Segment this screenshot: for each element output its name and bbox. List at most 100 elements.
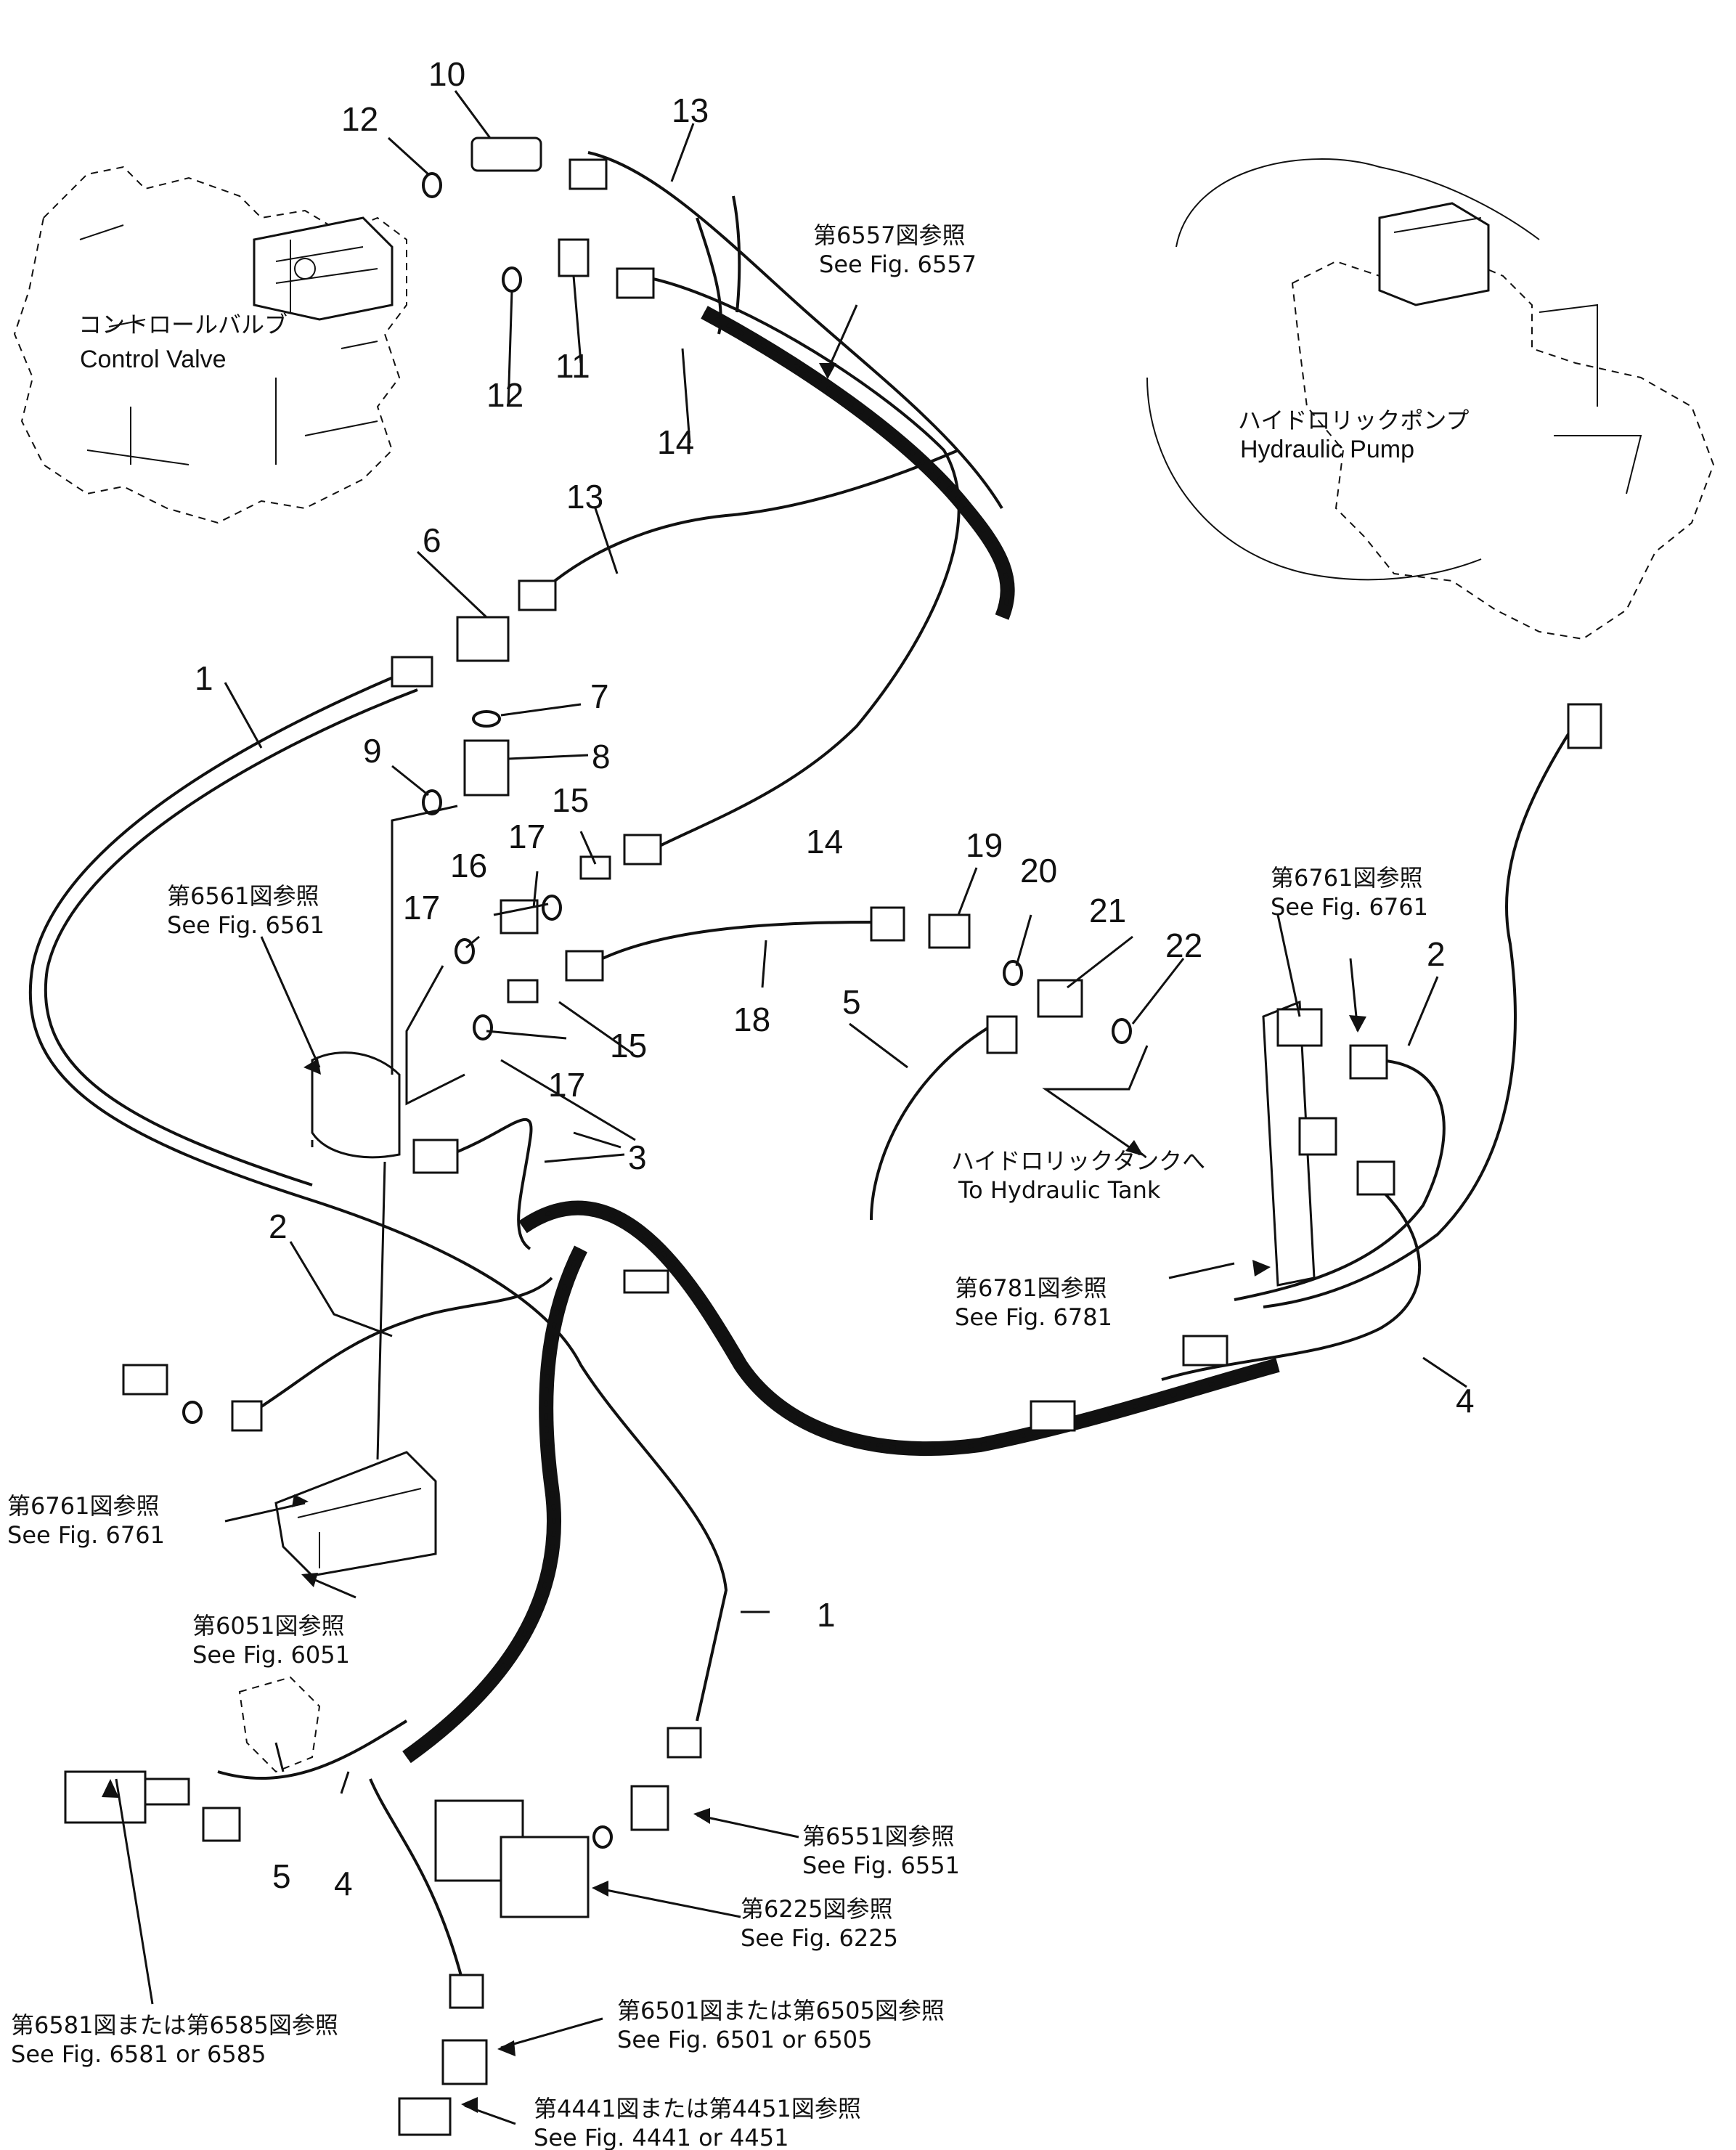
part-number: 6 bbox=[423, 521, 441, 559]
arrow-6557 bbox=[819, 363, 836, 379]
arrow-6051 bbox=[301, 1573, 318, 1587]
elbow-fitting-19 bbox=[928, 913, 971, 949]
part-number: 4 bbox=[1456, 1382, 1475, 1420]
hose-nut-1-lower bbox=[667, 1727, 702, 1759]
part-number: 16 bbox=[450, 847, 487, 884]
part-number: 10 bbox=[428, 55, 465, 93]
o-ring-12-lower bbox=[502, 266, 522, 293]
hose-nut-1 bbox=[391, 656, 433, 688]
o-ring-6551 bbox=[592, 1825, 613, 1849]
tank-label-jp: ハイドロリックタンクへ bbox=[951, 1147, 1205, 1175]
part-number: 20 bbox=[1020, 852, 1057, 889]
part-number: 11 bbox=[555, 347, 590, 385]
hose-nut-14 bbox=[616, 267, 655, 299]
valve-6781 bbox=[1298, 1117, 1337, 1156]
part-number: 17 bbox=[548, 1066, 585, 1104]
o-ring-17-upper bbox=[542, 895, 562, 921]
hoses bbox=[28, 151, 1584, 1990]
hose-nut-4-lower bbox=[449, 1974, 484, 2009]
arrow-6501 bbox=[497, 2040, 515, 2056]
hose-nut-5-lower bbox=[202, 1807, 241, 1842]
part-number: 5 bbox=[842, 983, 861, 1021]
control-valve-label-jp: コントロールバルブ bbox=[78, 311, 288, 338]
valve-6581-adapter bbox=[144, 1778, 190, 1806]
hydraulic-pump-drawing: ハイドロリックポンプ Hydraulic Pump bbox=[1146, 158, 1715, 640]
part-number: 1 bbox=[817, 1596, 836, 1634]
ref-6551-en: See Fig. 6551 bbox=[802, 1852, 960, 1879]
arrow-tank bbox=[1125, 1140, 1144, 1156]
part-number: 21 bbox=[1089, 892, 1126, 929]
valve-block-6051 bbox=[274, 1451, 437, 1577]
part-number: 15 bbox=[552, 781, 589, 819]
hose-nut-18 bbox=[565, 950, 604, 982]
valve-6225-body-front bbox=[500, 1836, 590, 1918]
ref-6557-jp: 第6557図参照 bbox=[813, 221, 965, 249]
part-number: 1 bbox=[195, 659, 213, 697]
part-number: 8 bbox=[592, 738, 611, 775]
hose-nut-14-lower bbox=[623, 834, 662, 866]
part-number: 17 bbox=[508, 818, 545, 855]
part-number: 19 bbox=[966, 826, 1003, 864]
connector-15 bbox=[579, 855, 611, 880]
elbow-fitting-21 bbox=[1037, 979, 1083, 1018]
part-number: 13 bbox=[566, 478, 603, 516]
ref-4441-en: See Fig. 4441 or 4451 bbox=[534, 2124, 788, 2150]
ref-6501-jp: 第6501図または第6505図参照 bbox=[617, 1997, 945, 2024]
arrow-6561 bbox=[303, 1059, 321, 1075]
ref-6581-en: See Fig. 6581 or 6585 bbox=[11, 2040, 266, 2068]
tank-label-en: To Hydraulic Tank bbox=[958, 1176, 1161, 1204]
part-number: 14 bbox=[657, 423, 694, 461]
part-number-labels: 10 12 13 12 11 14 13 6 7 8 9 1 15 17 16 … bbox=[195, 55, 1475, 1902]
part-number: 2 bbox=[1427, 935, 1446, 973]
part-number: 13 bbox=[672, 91, 709, 129]
ref-6581-jp: 第6581図または第6585図参照 bbox=[11, 2011, 338, 2039]
part-number: 9 bbox=[363, 732, 382, 770]
o-rings bbox=[182, 172, 1132, 1849]
hydraulic-pump-label-jp: ハイドロリックポンプ bbox=[1238, 407, 1469, 434]
arrow-6781 bbox=[1252, 1260, 1271, 1276]
ref-6561-en: See Fig. 6561 bbox=[167, 911, 325, 939]
o-ring-9 bbox=[422, 789, 442, 815]
ref-6761-left-en: See Fig. 6761 bbox=[7, 1521, 165, 1549]
fittings bbox=[64, 137, 1602, 2136]
arrow-6551 bbox=[693, 1808, 710, 1824]
tank-pipe bbox=[1262, 1000, 1316, 1287]
ref-6761-left-jp: 第6761図参照 bbox=[7, 1492, 159, 1520]
hydraulic-pump-label-en: Hydraulic Pump bbox=[1240, 436, 1414, 463]
part-number: 14 bbox=[806, 823, 843, 860]
part-number: 15 bbox=[610, 1027, 647, 1064]
arrow-6581 bbox=[102, 1779, 119, 1798]
arrow-6761-right bbox=[1349, 1015, 1366, 1033]
valve-block-detail bbox=[297, 1488, 422, 1568]
adapter-left bbox=[122, 1364, 168, 1396]
part-number: 7 bbox=[590, 677, 609, 715]
control-valve-drawing: コントロールバルブ Control Valve bbox=[13, 166, 407, 524]
hose-clamp-right bbox=[1182, 1335, 1228, 1367]
hose-nut-3 bbox=[412, 1139, 459, 1174]
hose-nut-13-lower bbox=[518, 579, 557, 611]
connector-15-lower bbox=[507, 979, 539, 1003]
connector-16 bbox=[500, 899, 539, 934]
ref-6761-right-jp: 第6761図参照 bbox=[1271, 864, 1422, 892]
hose-nut-5 bbox=[986, 1015, 1018, 1054]
o-ring-20 bbox=[1003, 960, 1023, 986]
hose-nut-13 bbox=[569, 158, 608, 190]
hose-nut-2 bbox=[1349, 1044, 1388, 1080]
part-number: 18 bbox=[733, 1001, 770, 1038]
o-ring-17-left bbox=[455, 938, 475, 964]
o-ring-left bbox=[182, 1401, 203, 1424]
o-ring-22 bbox=[1112, 1018, 1132, 1044]
ref-4441-jp: 第4441図または第4451図参照 bbox=[534, 2095, 861, 2122]
o-ring-7 bbox=[472, 710, 501, 728]
ref-6051-jp: 第6051図参照 bbox=[192, 1612, 344, 1640]
ref-6781-en: See Fig. 6781 bbox=[955, 1303, 1112, 1331]
part-number: 12 bbox=[486, 376, 523, 414]
arrow-6225 bbox=[592, 1881, 608, 1897]
elbow-fitting-10 bbox=[470, 137, 542, 172]
ref-6561-jp: 第6561図参照 bbox=[167, 882, 319, 910]
reference-labels: 第6557図参照 See Fig. 6557 第6561図参照 See Fig.… bbox=[7, 221, 1428, 2150]
part-number: 3 bbox=[628, 1139, 647, 1176]
ref-6225-en: See Fig. 6225 bbox=[741, 1924, 898, 1952]
pump-6561-body bbox=[311, 1051, 401, 1159]
